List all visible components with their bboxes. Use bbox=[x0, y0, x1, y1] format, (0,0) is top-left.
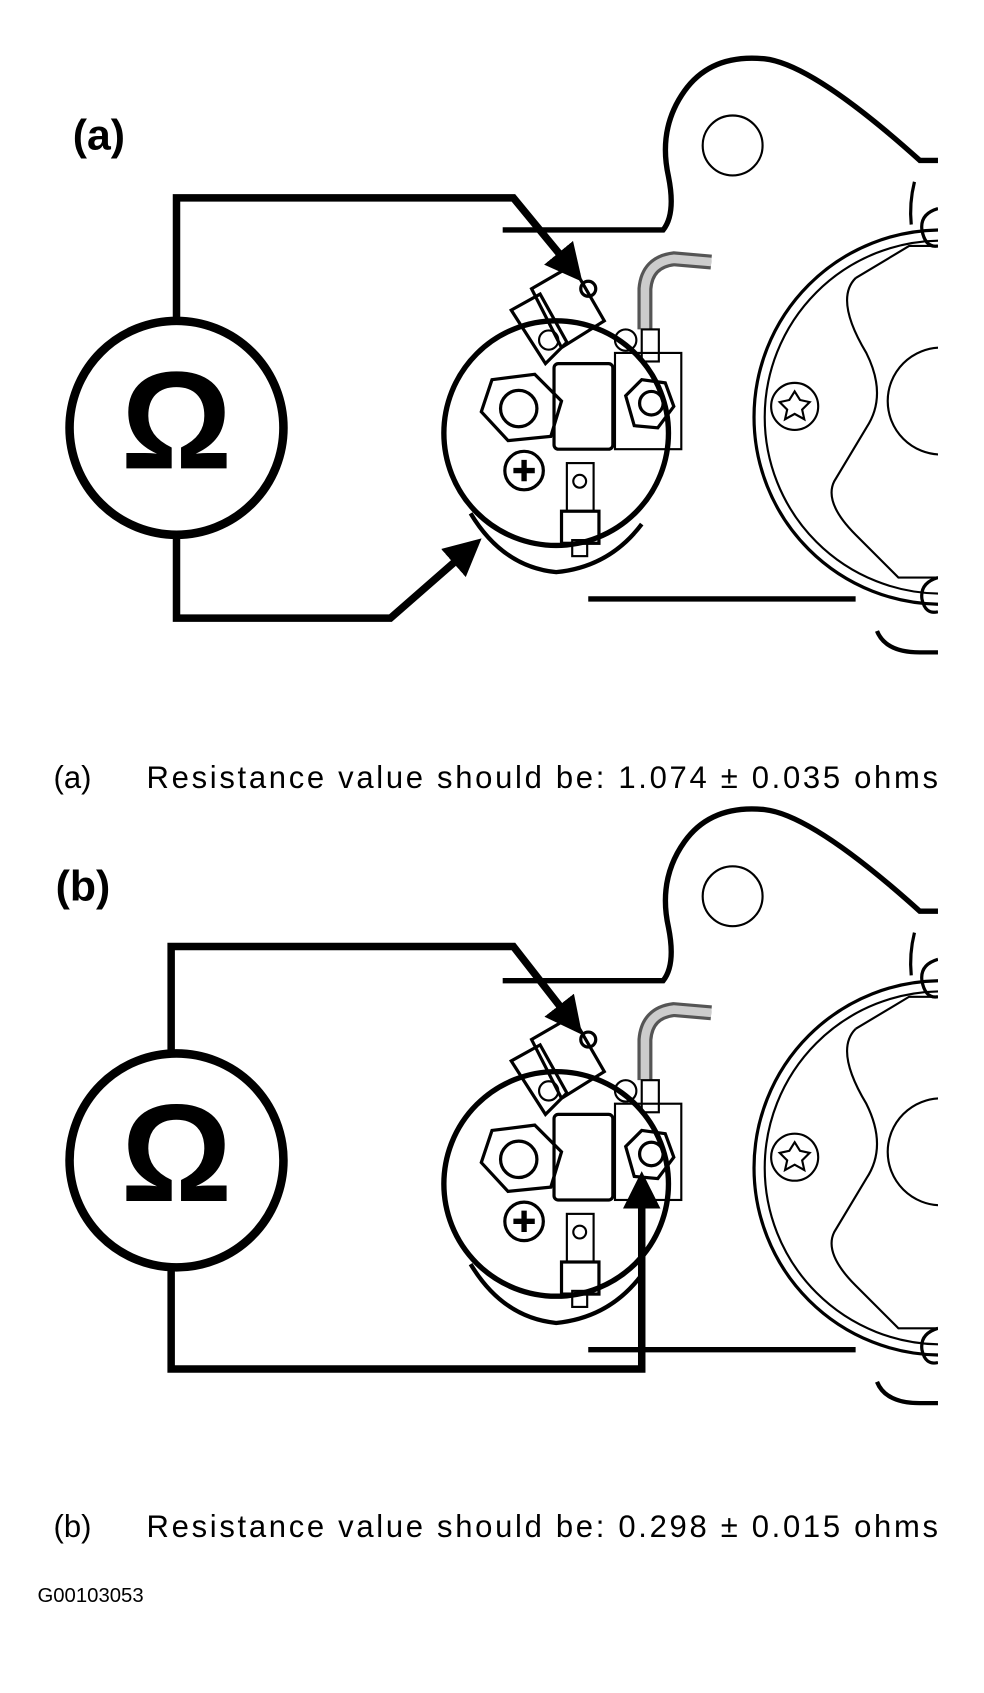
panel-b-label: (b) bbox=[56, 863, 111, 911]
figure-code: G00103053 bbox=[37, 1585, 143, 1607]
test-lead-a-bottom bbox=[172, 534, 482, 622]
test-lead-a-top bbox=[172, 194, 583, 321]
caption-b-prefix: (b) bbox=[54, 1509, 92, 1544]
test-lead-b-bottom bbox=[167, 1171, 661, 1373]
ohm-symbol-icon: Ω bbox=[121, 343, 232, 498]
test-lead-b-top bbox=[167, 942, 583, 1054]
starter-drawing-b bbox=[444, 809, 984, 1403]
starter-drawing-a bbox=[444, 58, 984, 652]
ohm-symbol-icon: Ω bbox=[121, 1076, 232, 1231]
panel-a-label: (a) bbox=[73, 112, 125, 160]
caption-a-prefix: (a) bbox=[54, 760, 92, 795]
ohmmeter-b: Ω bbox=[65, 1049, 288, 1272]
panel-a: (a) Ω (a) Resistance value should be: 1.… bbox=[54, 58, 984, 795]
caption-a: Resistance value should be: 1.074 ± 0.03… bbox=[147, 760, 938, 795]
ohmmeter-a: Ω bbox=[65, 316, 288, 540]
panel-b: (b) Ω (b) Resistance value should be: 0.… bbox=[54, 809, 984, 1544]
caption-b: Resistance value should be: 0.298 ± 0.01… bbox=[147, 1509, 938, 1544]
